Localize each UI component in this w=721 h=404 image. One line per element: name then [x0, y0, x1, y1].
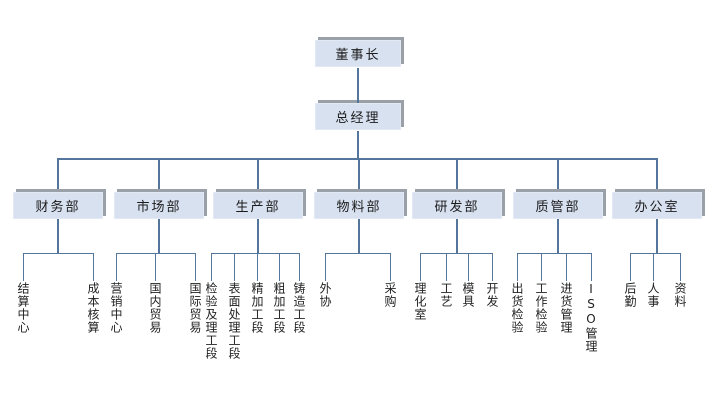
leaf-iso-management: ISO管理	[584, 282, 598, 353]
connector-drop-quality	[557, 158, 559, 192]
connector-leafdrop	[93, 253, 94, 281]
connector-childtrunk-quality	[517, 253, 592, 254]
dept-node-finance: 财务部	[13, 192, 103, 219]
connector-leafdrop	[420, 253, 421, 281]
leaf-incoming-management: 进货管理	[559, 282, 573, 334]
connector-stem-finance	[57, 219, 59, 254]
connector-leafdrop	[195, 253, 196, 281]
connector-leafdrop	[155, 253, 156, 281]
node-chairman: 董事长	[315, 40, 401, 67]
connector-leafdrop	[630, 253, 631, 281]
leaf-work-inspection: 工作检验	[534, 282, 548, 334]
connector-childtrunk-production	[211, 253, 300, 254]
leaf-logistics: 后勤	[623, 282, 637, 308]
connector-leafdrop	[325, 253, 326, 281]
leaf-shipment-inspection: 出货检验	[510, 282, 524, 334]
leaf-finishing-section: 精加工段	[250, 282, 264, 334]
connector-leafdrop	[446, 253, 447, 281]
dept-node-quality: 质管部	[513, 192, 603, 219]
connector-childtrunk-marketing	[116, 253, 196, 254]
connector-leafdrop	[492, 253, 493, 281]
dept-node-materials: 物料部	[314, 192, 404, 219]
leaf-purchasing: 采购	[383, 282, 397, 308]
leaf-mold: 模具	[461, 282, 475, 308]
leaf-settlement-center: 结算中心	[16, 282, 30, 334]
connector-stem-quality	[557, 219, 559, 254]
dept-node-production: 生产部	[213, 192, 303, 219]
leaf-inspection-section: 检验及理工段	[204, 282, 218, 360]
connector-drop-finance	[57, 158, 59, 192]
leaf-hr: 人事	[646, 282, 660, 308]
leaf-phys-chem-lab: 理化室	[413, 282, 427, 321]
connector-gm-trunk	[357, 131, 359, 159]
connector-leafdrop	[468, 253, 469, 281]
connector-stem-rnd	[456, 219, 458, 254]
connector-leafdrop	[299, 253, 300, 281]
connector-leafdrop	[23, 253, 24, 281]
connector-stem-marketing	[158, 219, 160, 254]
connector-childtrunk-materials	[325, 253, 391, 254]
leaf-casting-section: 铸造工段	[292, 282, 306, 334]
connector-leafdrop	[566, 253, 567, 281]
connector-childtrunk-rnd	[420, 253, 493, 254]
leaf-outsourcing: 外协	[318, 282, 332, 308]
connector-childtrunk-finance	[23, 253, 94, 254]
leaf-marketing-center: 营销中心	[109, 282, 123, 334]
leaf-development: 开发	[485, 282, 499, 308]
connector-childtrunk-office	[630, 253, 681, 254]
dept-node-office: 办公室	[612, 192, 702, 219]
connector-leafdrop	[517, 253, 518, 281]
connector-stem-office	[656, 219, 658, 254]
connector-chairman-gm	[357, 68, 359, 103]
connector-drop-materials	[358, 158, 360, 192]
connector-leafdrop	[116, 253, 117, 281]
connector-leafdrop	[653, 253, 654, 281]
connector-main-trunk	[57, 158, 658, 160]
connector-leafdrop	[279, 253, 280, 281]
connector-stem-production	[257, 219, 259, 254]
connector-drop-office	[656, 158, 658, 192]
connector-leafdrop	[234, 253, 235, 281]
leaf-cost-accounting: 成本核算	[86, 282, 100, 334]
connector-drop-rnd	[456, 158, 458, 192]
connector-leafdrop	[390, 253, 391, 281]
dept-node-rnd: 研发部	[412, 192, 502, 219]
connector-leafdrop	[211, 253, 212, 281]
leaf-international-trade: 国际贸易	[188, 282, 202, 334]
connector-leafdrop	[591, 253, 592, 281]
leaf-documents: 资料	[673, 282, 687, 308]
node-general-manager: 总经理	[315, 103, 401, 130]
leaf-process: 工艺	[439, 282, 453, 308]
leaf-rough-machining-section: 粗加工段	[272, 282, 286, 334]
connector-stem-materials	[358, 219, 360, 254]
connector-leafdrop	[680, 253, 681, 281]
connector-drop-marketing	[158, 158, 160, 192]
leaf-domestic-trade: 国内贸易	[148, 282, 162, 334]
leaf-surface-treatment-section: 表面处理工段	[227, 282, 241, 360]
dept-node-marketing: 市场部	[114, 192, 204, 219]
connector-leafdrop	[257, 253, 258, 281]
connector-drop-production	[257, 158, 259, 192]
connector-leafdrop	[541, 253, 542, 281]
